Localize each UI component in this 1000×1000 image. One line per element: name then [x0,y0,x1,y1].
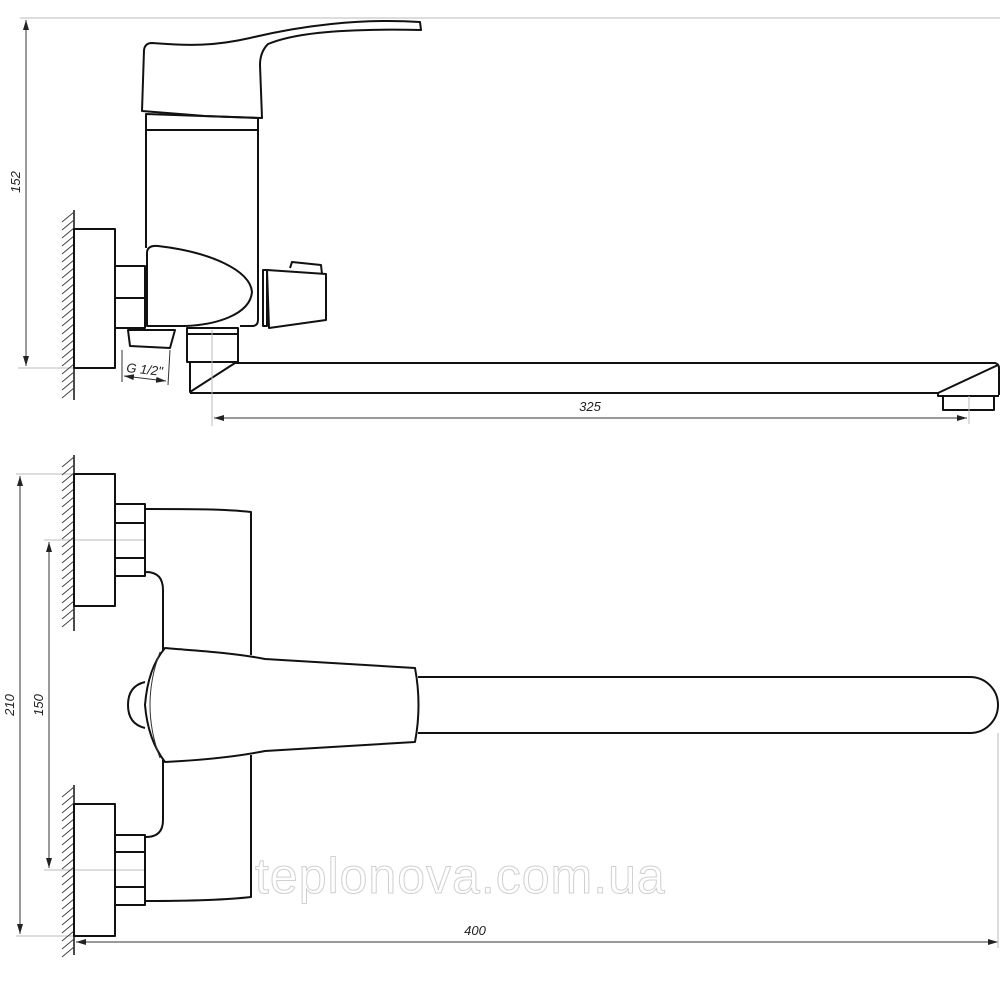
mixer-body-top [145,508,252,902]
inlet-pipe [127,329,176,349]
mixer-lever [141,19,422,119]
dimension-label-325: 325 [579,399,601,414]
watermark: teplonova.com.ua [255,848,666,904]
spout-top [418,676,999,734]
diverter-button [289,261,323,275]
body-connectors [145,571,164,838]
mixer-body [145,130,259,327]
thread-label: G 1/2" [126,360,165,379]
wall-hatch [61,456,75,958]
dimension-label-150: 150 [31,693,46,715]
side-view: 152 G 1/2" 325 [8,17,1000,426]
wall-flange [73,228,116,369]
spout [189,362,1000,395]
dimension-label-152: 152 [8,170,23,192]
body-cam [146,244,253,327]
diverter-knob [266,269,327,329]
mixer-lever-top [144,647,420,763]
wall-hatch [61,210,75,400]
eccentric-nut-top [114,503,146,577]
dimension-label-210: 210 [2,693,17,716]
dimension-label-400: 400 [464,923,486,938]
eccentric-nut-bottom [114,834,146,906]
handle-dome [127,681,146,729]
top-view: teplonova.com.ua 210 150 400 [2,455,999,958]
